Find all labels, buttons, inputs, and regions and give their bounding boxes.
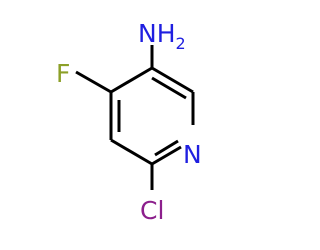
bond-c4-f xyxy=(75,70,112,94)
bond-c3-c4 xyxy=(110,66,153,94)
molecule-canvas: NH2 F N Cl xyxy=(56,19,202,225)
bond-c2-c3-inner xyxy=(151,76,187,100)
amine-subscript: 2 xyxy=(176,34,186,53)
chlorine-label: Cl xyxy=(140,196,164,225)
bond-c6-n1 xyxy=(151,145,182,166)
structure-drawing: NH2 F N Cl xyxy=(56,19,202,225)
amine-symbol: NH xyxy=(138,19,176,48)
bond-c6-n1-inner xyxy=(154,139,179,157)
ring-nitrogen-label: N xyxy=(183,140,202,169)
amine-label: NH2 xyxy=(138,19,186,53)
bond-c2-c3 xyxy=(151,66,194,94)
fluorine-label: F xyxy=(56,59,70,88)
bond-c5-c6 xyxy=(110,138,153,166)
